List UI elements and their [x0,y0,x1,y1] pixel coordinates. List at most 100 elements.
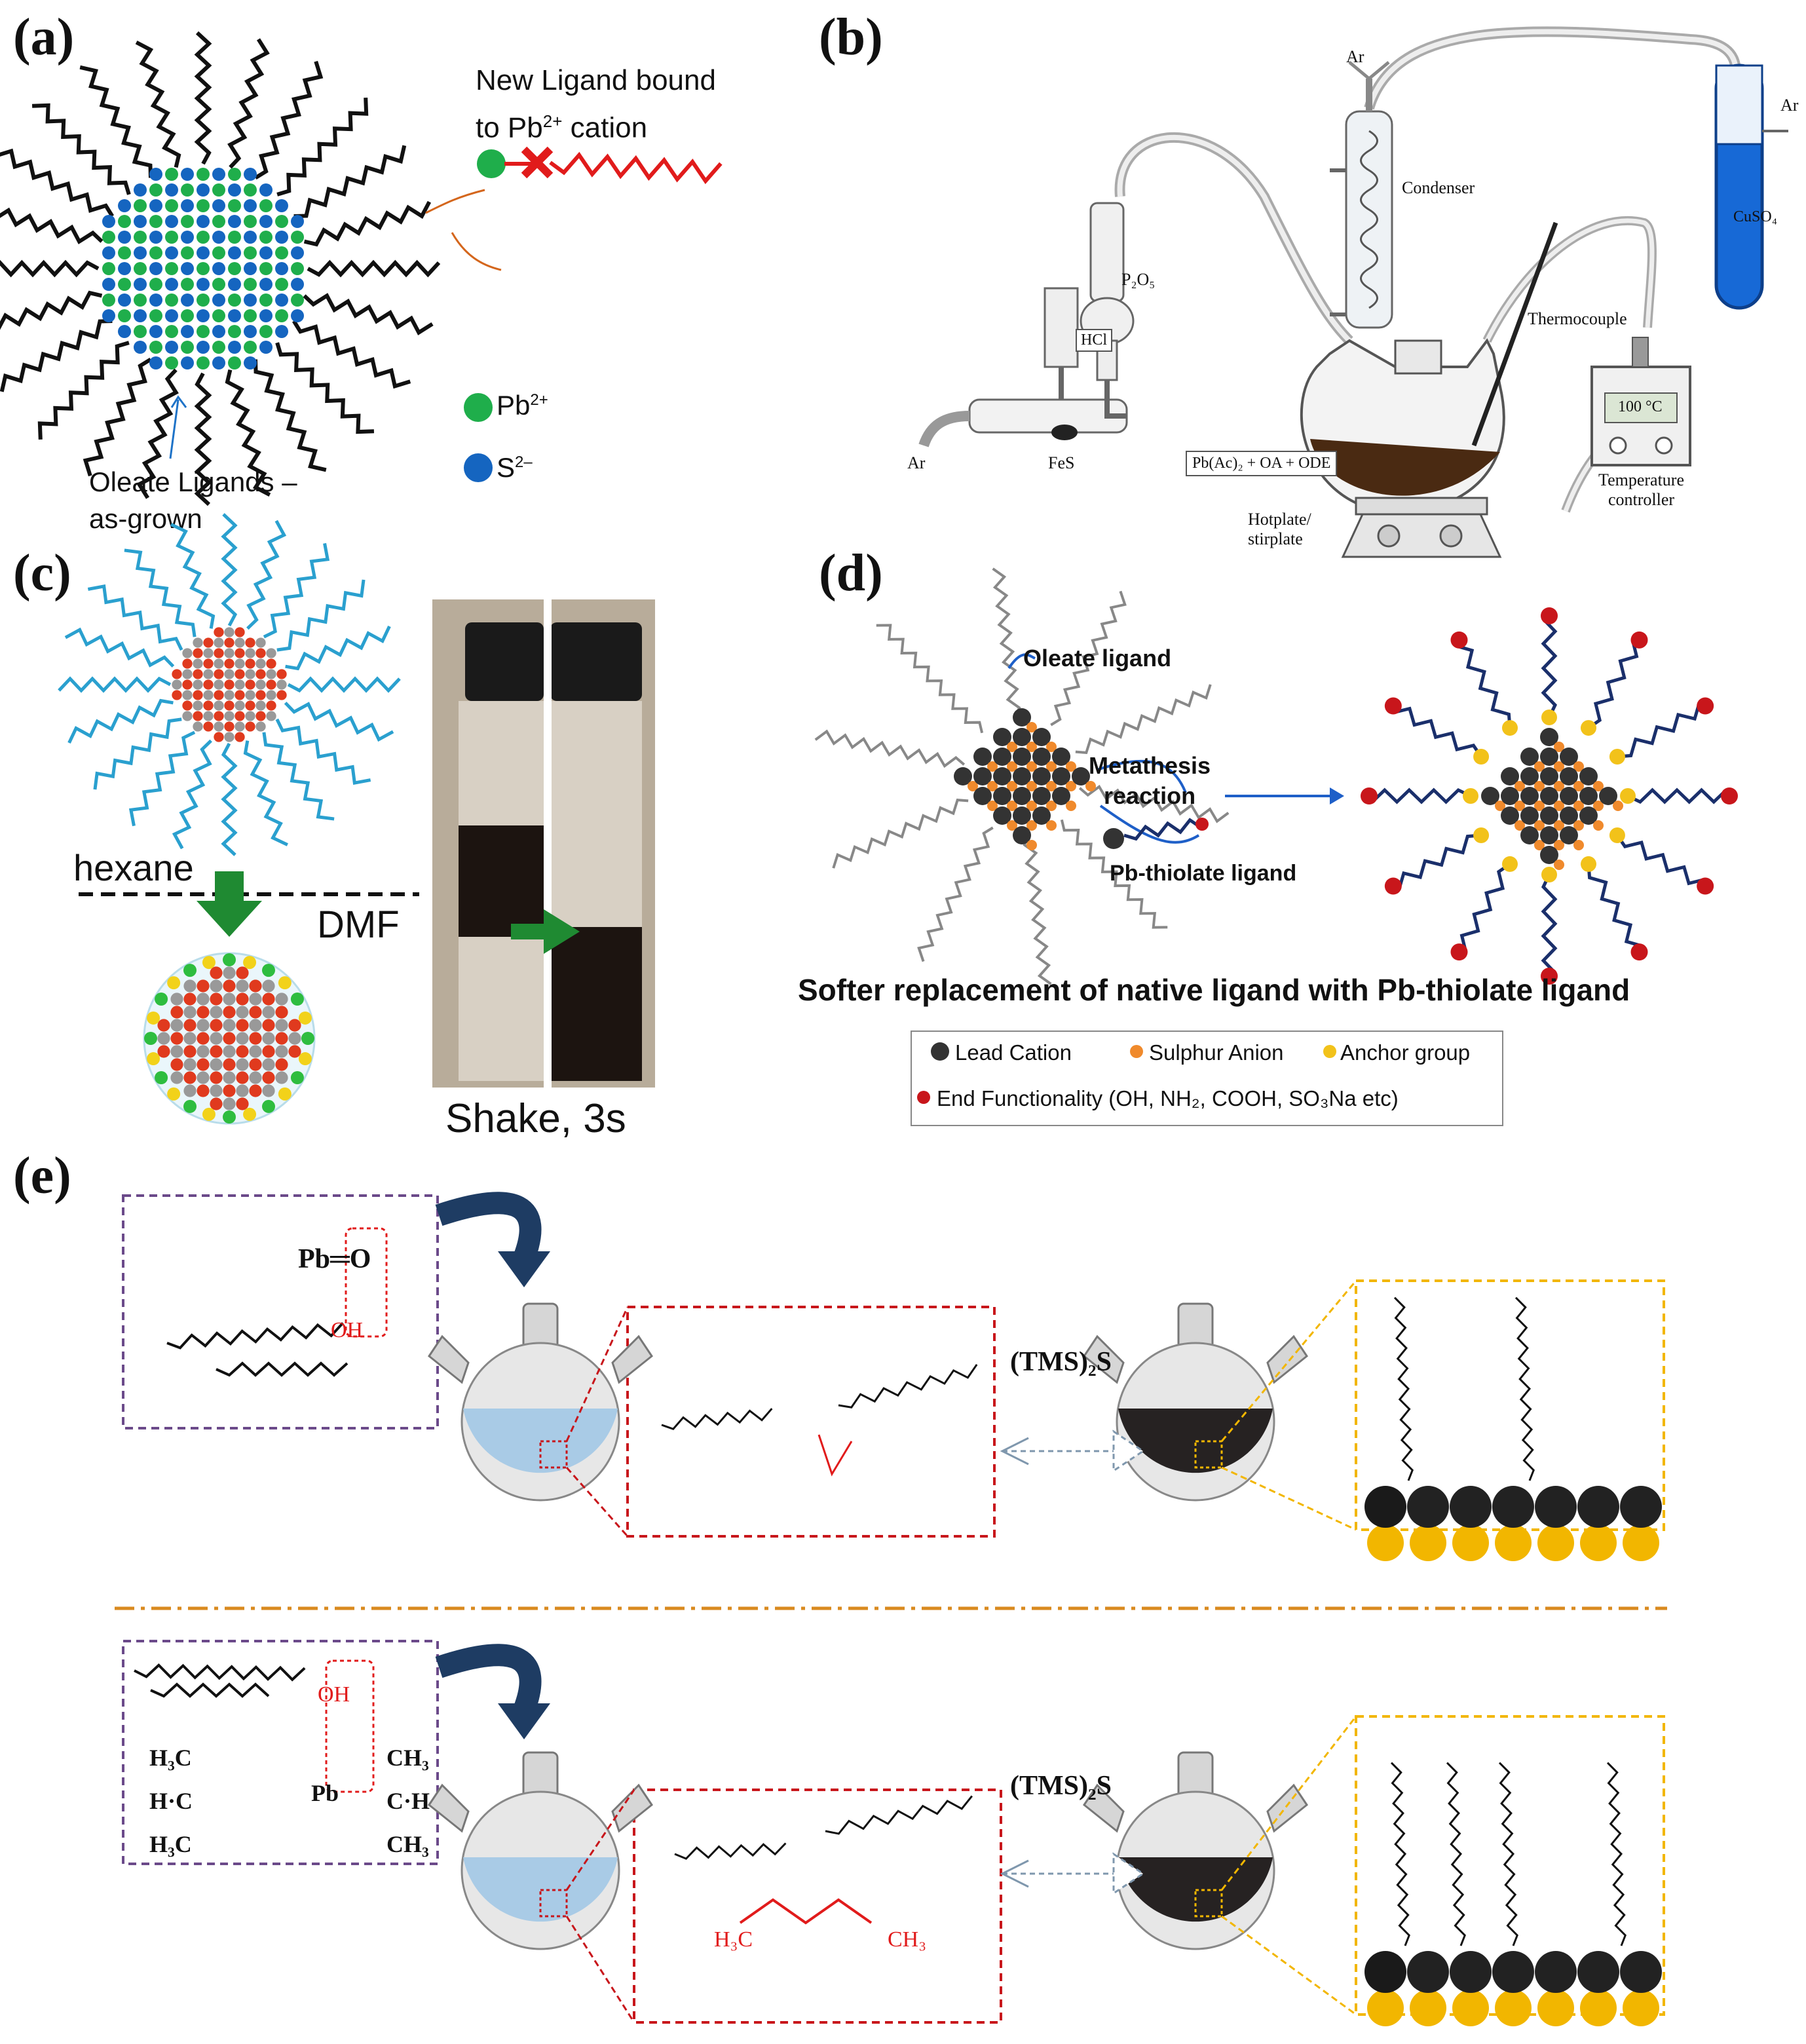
left-nanocrystal-sulphur-anion [987,801,998,811]
lattice-ion [244,309,257,322]
lattice-ion [134,278,147,291]
nanocrystal-atom [223,979,236,993]
lattice-ion [244,231,257,244]
left-nanocrystal-sulphur-anion [1026,801,1037,811]
lattice-ion [165,199,178,212]
lattice-ion [197,199,210,212]
left-nanocrystal-sulphur-anion [1007,742,1017,752]
oleate-ligand-chain [1060,819,1168,929]
right-nanocrystal-sulphur-anion [1613,801,1623,811]
ionic-ligand [262,964,275,977]
intermediate-box-top [626,1306,996,1538]
reaction-arrow-bottom [435,1644,542,1714]
zoom-leader-top-2 [565,1467,629,1537]
right-nanocrystal-sulphur-anion [1593,801,1604,811]
lattice-ion [228,183,241,197]
thiolate-ligand-chain [1459,862,1511,953]
fes-label: FeS [1048,453,1075,472]
nanocrystal-atom [235,711,245,721]
nanocrystal-atom [249,993,262,1006]
new-ligand-caption: New Ligand bound to Pb2+ cation [476,64,716,144]
left-nanocrystal-lead-cation [1052,748,1070,766]
anchor-group [1473,827,1490,843]
lattice-ion [275,293,288,307]
nanocrystal-atom [183,1071,197,1084]
left-nanocrystal-lead-cation [1072,767,1090,785]
nanocrystal-atom [193,711,203,721]
right-nanocrystal-sulphur-anion [1554,860,1564,870]
lattice-ion [212,183,225,197]
nanocrystal-atom [157,1019,170,1032]
lattice-ion [165,231,178,244]
thermocouple-label: Thermocouple [1528,309,1627,328]
lattice-ion [244,356,257,369]
lattice-ion [181,293,194,307]
tms-arrow-top-head [1112,1429,1145,1473]
lattice-ion [197,325,210,338]
lattice-ion [212,356,225,369]
anchor-group [1463,788,1478,804]
pbo-label: Pb═O [298,1244,371,1274]
nanocrystal-atom [245,711,255,721]
nanocrystal-atom [245,669,255,679]
nanocrystal-atom [203,637,214,648]
lattice-ion [244,278,257,291]
ionic-ligand [243,956,257,970]
left-nanocrystal-lead-cation [1013,728,1031,746]
nanocrystal-atom [276,679,287,690]
surface-top-sulphur [1410,1524,1446,1561]
lattice-ion [275,246,288,259]
nanocrystal-atom [214,648,224,658]
lattice-ion [244,246,257,259]
nanocrystal-atom [288,1045,301,1058]
flask-top-left-side-neck-right [611,1334,654,1384]
nanocrystal-atom [276,690,287,700]
lattice-ion [275,325,288,338]
surface-bottom-ligand-1 [1446,1762,1466,1946]
lattice-ion [244,262,257,275]
end-functionality [1721,787,1738,804]
lattice-ion [212,293,225,307]
panel-b: (b) [806,0,1806,563]
nanocrystal-atom [245,648,255,658]
lattice-ion [228,199,241,212]
end-functionality [1697,877,1714,895]
nanocrystal-atom [193,637,203,648]
left-nanocrystal-lead-cation [973,787,992,805]
nanocrystal-atom [223,1084,236,1097]
oleate-ligand-chain [1078,784,1230,823]
lattice-ion [244,183,257,197]
lattice-ion [181,341,194,354]
lattice-ion [165,341,178,354]
oleate-ligand-chain [292,320,411,389]
right-nanocrystal-lead-cation [1540,748,1558,766]
lattice-ion [149,278,162,291]
lattice-ion [165,168,178,181]
left-nanocrystal-sulphur-anion [1026,722,1037,732]
panel-a-label: (a) [13,9,75,66]
nanocrystal-atom [223,1006,236,1019]
nanocrystal-atom [236,993,249,1006]
ar-right-label: Ar [1780,96,1799,115]
legend-pb: Pb2+ [497,390,548,421]
left-nanocrystal-lead-cation [1032,806,1051,825]
nanocrystal-atom [193,679,203,690]
lattice-ion [197,341,210,354]
lattice-ion [212,278,225,291]
lattice-ion [291,278,304,291]
left-nanocrystal-sulphur-anion [1007,801,1017,811]
left-nanocrystal-lead-cation [993,728,1011,746]
lattice-ion [291,293,304,307]
surface-bottom-lead [1364,1951,1406,1993]
nanocrystal-atom [245,721,255,732]
surface-bottom-sulphur [1495,1990,1532,2026]
nanocrystal-atom [245,690,255,700]
zoom-leader-top-3 [1220,1280,1357,1442]
shake-arrow-shaft [511,924,544,939]
nanocrystal-atom [193,690,203,700]
nanocrystal-atom [182,690,193,700]
left-nanocrystal-lead-cation [1013,826,1031,844]
thiolate-ligand-chain [1397,833,1482,890]
lattice-ion [118,199,131,212]
lattice-ion [118,215,131,228]
